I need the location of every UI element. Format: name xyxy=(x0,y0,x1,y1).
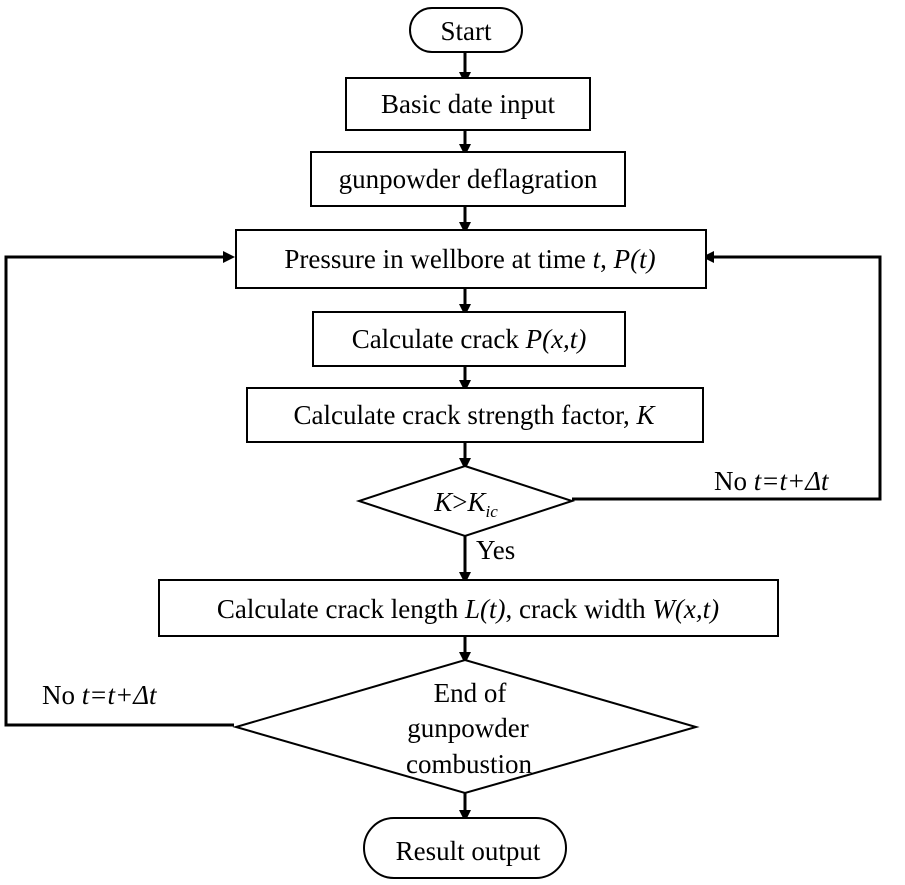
decision-combustion-line2: gunpowder xyxy=(407,713,528,743)
arrowhead xyxy=(459,572,471,584)
yes-label: Yes xyxy=(476,535,515,565)
width-text: , crack width xyxy=(505,594,652,624)
result-terminal xyxy=(363,817,567,879)
arrowhead xyxy=(459,304,471,316)
length-width-label: Calculate crack length L(t), crack width… xyxy=(217,594,719,624)
crack-pressure-func: P(x,t) xyxy=(525,324,587,354)
pressure-func: P(t) xyxy=(613,244,656,274)
decision-combustion-line1: End of xyxy=(434,678,507,708)
deflagration-box xyxy=(310,151,626,207)
strength-box xyxy=(246,387,704,443)
strength-label: Calculate crack strength factor, K xyxy=(293,400,656,430)
crack-pressure-box xyxy=(312,311,626,367)
loop-right-no xyxy=(572,255,882,501)
decision-combustion-line3: combustion xyxy=(406,749,532,779)
pressure-label: Pressure in wellbore at time t, P(t) xyxy=(284,244,655,274)
connectors xyxy=(4,52,882,810)
arrowhead xyxy=(223,251,235,263)
deflagration-label: gunpowder deflagration xyxy=(339,164,598,194)
no-right-label: No t=t+Δt xyxy=(714,466,830,496)
pressure-sep: , xyxy=(600,244,614,274)
result-label: Result output xyxy=(396,836,541,866)
arrowhead xyxy=(459,458,471,470)
crack-pressure-text: Calculate crack xyxy=(352,324,526,354)
input-box xyxy=(345,77,591,131)
no-right-word: No xyxy=(714,466,754,496)
k-subscript: ic xyxy=(485,502,498,521)
pressure-text: Pressure in wellbore at time xyxy=(284,244,592,274)
no-left-word: No xyxy=(42,680,82,710)
strength-text: Calculate crack strength factor, xyxy=(293,400,636,430)
arrowhead xyxy=(702,251,714,263)
arrowhead xyxy=(459,144,471,156)
no-right-expr: t=t+Δt xyxy=(754,466,830,496)
k-rhs: K xyxy=(466,487,487,517)
decision-k-label: K>Kic xyxy=(433,487,498,521)
arrowhead xyxy=(459,380,471,392)
pressure-t: t xyxy=(593,244,602,274)
width-func: W(x,t) xyxy=(652,594,719,624)
k-lhs: K xyxy=(433,487,454,517)
arrowhead xyxy=(459,222,471,234)
strength-var: K xyxy=(635,400,656,430)
decision-combustion-diamond xyxy=(232,658,700,795)
loop-left-no xyxy=(4,255,234,727)
pressure-box xyxy=(235,229,707,289)
decision-k-diamond xyxy=(355,464,576,538)
crack-pressure-label: Calculate crack P(x,t) xyxy=(352,324,587,354)
length-text: Calculate crack length xyxy=(217,594,465,624)
arrowhead xyxy=(459,810,471,822)
length-width-box xyxy=(158,579,779,637)
start-label: Start xyxy=(441,16,492,46)
no-left-label: No t=t+Δt xyxy=(42,680,158,710)
input-label: Basic date input xyxy=(381,89,555,119)
start-terminal xyxy=(409,7,523,53)
k-op: > xyxy=(452,487,467,517)
no-left-expr: t=t+Δt xyxy=(82,680,158,710)
arrowhead xyxy=(459,652,471,664)
length-func: L(t) xyxy=(464,594,506,624)
